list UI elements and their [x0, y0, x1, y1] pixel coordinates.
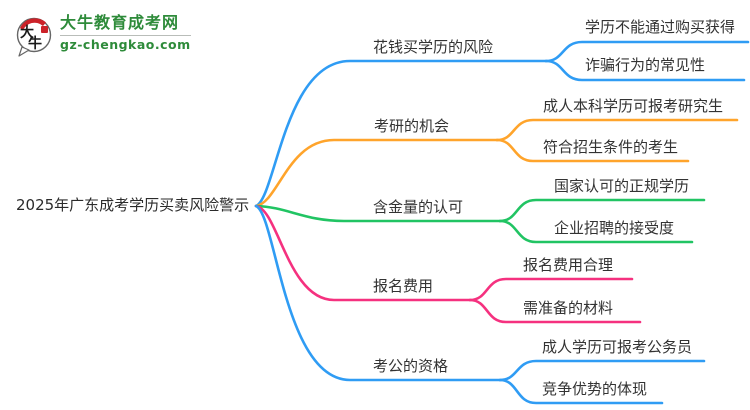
logo-bull-icon: 大 牛	[14, 13, 56, 59]
subtopic-line	[468, 277, 634, 302]
branch-line	[254, 138, 499, 208]
subtopic-line	[544, 59, 746, 82]
subtopic-1-1: 学历不能通过购买获得	[585, 18, 736, 36]
subtopic-1-2: 诈骗行为的常见性	[585, 56, 706, 74]
branch-topic-2: 考研的机会	[374, 117, 450, 135]
subtopic-3-1: 国家认可的正规学历	[554, 177, 690, 195]
branch-line	[254, 204, 472, 302]
subtopic-2-1: 成人本科学历可报考研究生	[543, 97, 724, 115]
subtopic-4-1: 报名费用合理	[523, 256, 614, 274]
branch-topic-5: 考公的资格	[373, 357, 449, 375]
subtopic-3-2: 企业招聘的接受度	[554, 219, 675, 237]
svg-text:牛: 牛	[28, 35, 42, 52]
subtopic-line	[498, 198, 706, 223]
subtopic-5-2: 竞争优势的体现	[542, 380, 648, 398]
logo-domain: gz-chengkao.com	[60, 37, 191, 52]
branch-topic-3: 含金量的认可	[373, 198, 464, 216]
branch-topic-4: 报名费用	[373, 277, 434, 295]
subtopic-line	[498, 219, 694, 244]
subtopic-line	[468, 298, 642, 324]
logo-title: 大牛教育成考网	[60, 13, 191, 36]
branch-line	[254, 59, 548, 208]
site-logo[interactable]: 大 牛 大牛教育成考网 gz-chengkao.com	[14, 13, 191, 59]
subtopic-line	[495, 138, 690, 163]
subtopic-5-1: 成人学历可报考公务员	[542, 338, 693, 356]
branch-line	[254, 204, 502, 382]
subtopic-line	[498, 378, 664, 405]
root-topic: 2025年广东成考学历买卖风险警示	[16, 196, 250, 214]
branch-line	[254, 204, 502, 223]
subtopic-2-2: 符合招生条件的考生	[543, 138, 679, 156]
branch-topic-1: 花钱买学历的风险	[373, 38, 494, 56]
subtopic-4-2: 需准备的材料	[523, 299, 614, 317]
svg-text:大: 大	[20, 24, 34, 41]
subtopic-line	[498, 359, 706, 382]
